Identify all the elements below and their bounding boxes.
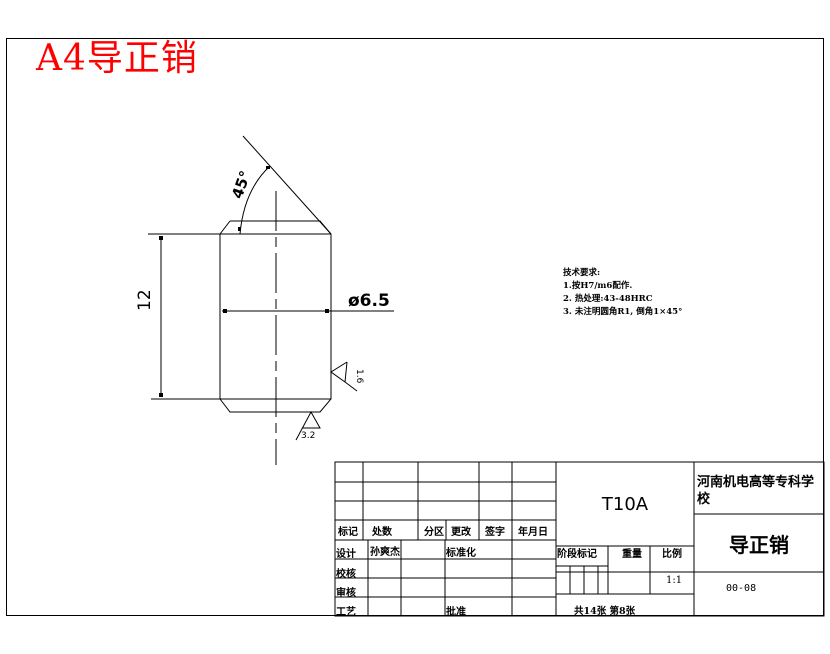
scale-value: 1:1 [666,575,683,586]
label-stage: 阶段标记 [557,549,597,560]
label-scale: 比例 [662,549,682,560]
label-weight: 重量 [622,549,642,560]
drawing-number: 00-08 [726,583,757,594]
material: T10A [601,493,649,515]
sheet-info: 共14张 第8张 [574,606,636,617]
tech-req-item: 3. 未注明圆角R1, 倒角1×45° [563,307,683,317]
length-dimension-text: 12 [135,289,155,311]
header-count: 处数 [372,527,392,538]
tech-req-item: 2. 热处理:43-48HRC [563,294,653,304]
label-standardization: 标准化 [446,548,476,559]
roughness-side-value: 1.6 [354,369,364,384]
roughness-end-value: 3.2 [301,431,315,441]
angle-arc [239,165,271,235]
header-date: 年月日 [518,527,548,538]
tech-req-heading: 技术要求: [563,268,601,278]
header-mark: 标记 [338,527,358,538]
angle-extension-line [242,135,332,235]
label-approve: 批准 [446,607,466,618]
sheet-title: A4导正销 [36,38,198,79]
title-block-grid [334,461,825,617]
header-change: 更改 [451,527,471,538]
angle-dimension-text: 45° [228,168,255,201]
label-check: 校核 [336,569,356,580]
part-name: 导正销 [729,533,789,557]
tech-req-item: 1.按H7/m6配作. [563,281,633,291]
school-name: 河南机电高等专科学校 [697,475,815,507]
diameter-dimension-text: ø6.5 [348,291,390,311]
technical-requirements: 技术要求: 1.按H7/m6配作. 2. 热处理:43-48HRC 3. 未注明… [563,267,682,319]
label-design: 设计 [336,549,356,560]
roughness-end-icon [295,410,321,441]
label-process: 工艺 [336,607,356,618]
designer-name: 孙爽杰 [370,547,400,558]
header-zone: 分区 [424,527,444,538]
header-signature: 签字 [485,527,505,538]
roughness-side-icon [330,361,358,392]
label-review: 审核 [336,588,356,599]
